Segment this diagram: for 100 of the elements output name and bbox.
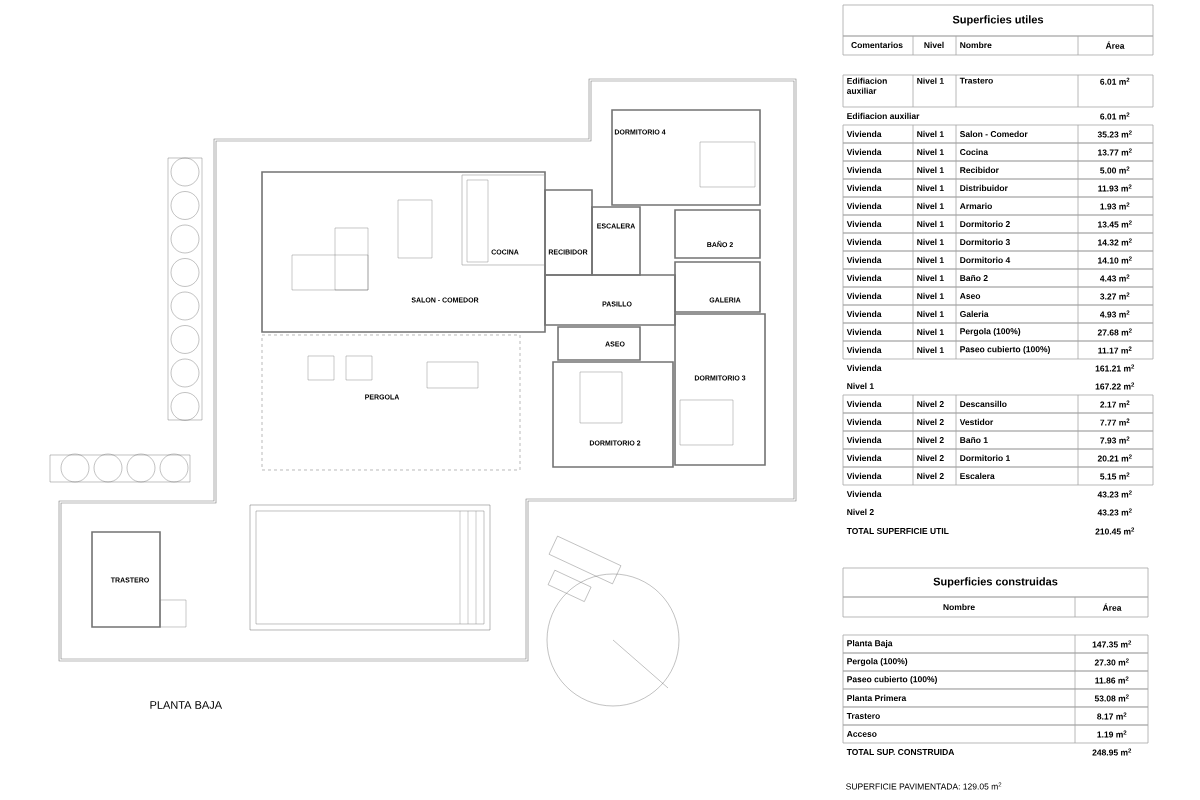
table-cell: Vivienda [846,364,882,372]
table-cell: 7.77 m$^{2}$ [1100,418,1130,426]
table-cell: Nivel 1 [917,238,944,246]
table-cell: 13.45 m$^{2}$ [1098,220,1132,228]
table-cell: Nivel 1 [917,328,944,336]
table-cell: Vivienda [846,436,882,444]
table-cell: Nivel 1 [917,310,944,318]
table-cell: Acceso [846,731,877,737]
table-cell: Paseo cubierto (100%) [847,676,937,684]
table-cell: Vivienda [846,202,882,210]
table-cell: 20.21 m$^{2}$ [1097,454,1132,462]
table-cell: Nivel 1 [917,274,944,282]
table-cell: Cocina [960,148,989,156]
table-cell: TOTAL SUP. CONSTRUIDA [846,749,955,755]
table-cell: 43.23 m$^{2}$ [1097,508,1132,516]
table-cell: Dormitorio 4 [960,256,1011,264]
table-cell: Nivel 2 [847,508,874,516]
table-cell: Planta Baja [847,640,893,648]
table-cell: Distribuidor [960,184,1008,192]
table-cell: Aseo [959,293,981,299]
table-cell: Vivienda [846,184,882,192]
table-cell: Vivienda [846,454,882,462]
table-cell: 147.35 m$^{2}$ [1092,640,1132,648]
table-cell: 13.77 m$^{2}$ [1098,148,1132,156]
table-cell: Vestidor [959,418,994,426]
table-cell: Edifiacion auxiliar [847,112,920,120]
table-cell: Nivel 1 [917,184,944,192]
table-cell: Vivienda [846,346,882,354]
table-cell: Nivel 1 [917,346,944,354]
table-cell: 11.93 m$^{2}$ [1098,184,1132,192]
table-cell: Vivienda [846,292,882,300]
table-cell: Nivel 2 [917,436,944,444]
table-cell: 7.93 m$^{2}$ [1100,436,1130,444]
table-cell: 14.10 m$^{2}$ [1098,256,1132,264]
table-cell: Dormitorio 3 [960,238,1010,246]
table-cell: Vivienda [846,274,882,282]
table-cell: Nivel 1 [917,130,944,138]
table-cell: Vivienda [846,400,882,408]
table-cell: 14.32 m$^{2}$ [1098,238,1132,246]
table-cell: 53.08 m$^{2}$ [1094,694,1129,702]
table-cell: Nivel 2 [917,454,944,462]
table-cell: Nivel 1 [917,220,944,228]
table-cell: 210.45 m$^{2}$ [1095,527,1135,535]
table-cell: 27.30 m$^{2}$ [1094,658,1129,666]
table-cell: Vivienda [846,418,882,426]
table-cell: 3.27 m$^{2}$ [1100,292,1130,300]
table-title: Superficies utiles [952,15,1044,26]
table-cell: 5.15 m$^{2}$ [1100,472,1130,480]
table-cell: 248.95 m$^{2}$ [1092,748,1132,756]
table-cell: Trastero [846,713,880,719]
table-cell: Baño 1 [960,436,988,444]
table-cell: Vivienda [846,256,882,264]
column-header: Nombre [960,41,992,49]
table-cell: Nivel 1 [917,202,944,210]
table-cell: Dormitorio 2 [960,220,1010,228]
table-cell: Vivienda [846,166,882,174]
column-header: Nombre [943,603,975,611]
table-cell: Trastero [959,77,993,84]
column-header: Área [1102,603,1122,611]
table-cell: Edifiacion auxiliar [846,77,887,94]
table-cell: Vivienda [846,130,882,138]
table-cell: Armario [959,202,992,210]
table-cell: 161.21 m$^{2}$ [1095,364,1135,372]
table-cell: 27.68 m$^{2}$ [1097,328,1132,336]
table-cell: Pergola (100%) [847,658,908,666]
table-cell: 4.93 m$^{2}$ [1100,310,1130,318]
table-cell: 6.01 m$^{2}$ [1100,77,1130,85]
table-cell: Vivienda [846,310,882,318]
table-cell: Nivel 2 [917,400,944,408]
table-cell: Nivel 1 [917,166,944,174]
table-cell: 35.23 m$^{2}$ [1097,130,1132,138]
note: SUPERFICIE PAVIMENTADA: 129.05 m$^{2}$ [846,782,1002,790]
column-header: Área [1105,41,1125,49]
table-cell: Baño 2 [960,274,988,282]
table-cell: Nivel 1 [917,77,944,84]
plan-title: PLANTA BAJA [150,701,223,709]
table-cell: Vivienda [846,148,882,156]
table-cell: 8.17 m$^{2}$ [1097,712,1127,720]
table-cell: Salon - Comedor [959,130,1028,138]
table-cell: Pergola (100%) [960,328,1021,336]
column-header: Nivel [924,41,944,49]
table-cell: Planta Primera [847,694,907,702]
table-cell: 11.17 m$^{2}$ [1098,346,1132,354]
table-cell: Nivel 1 [847,382,874,390]
table-cell: 43.23 m$^{2}$ [1097,490,1132,498]
table-cell: 6.01 m$^{2}$ [1100,112,1130,120]
table-cell: 4.43 m$^{2}$ [1100,274,1130,282]
table-title: Superficies construidas [933,577,1058,588]
table-cell: 5.00 m$^{2}$ [1100,166,1130,174]
table-cell: Recibidor [960,166,999,174]
table-cell: Vivienda [846,472,882,480]
table-cell: Vivienda [846,238,882,246]
table-cell: Nivel 1 [917,256,944,264]
table-cell: 1.19 m$^{2}$ [1097,730,1127,738]
table-cell: Descansillo [960,400,1007,408]
table-cell: Vivienda [846,328,882,336]
table-cell: 1.93 m$^{2}$ [1100,202,1130,210]
table-cell: Galeria [960,310,989,318]
table-cell: Nivel 1 [917,292,944,300]
table-cell: 167.22 m$^{2}$ [1095,382,1135,390]
